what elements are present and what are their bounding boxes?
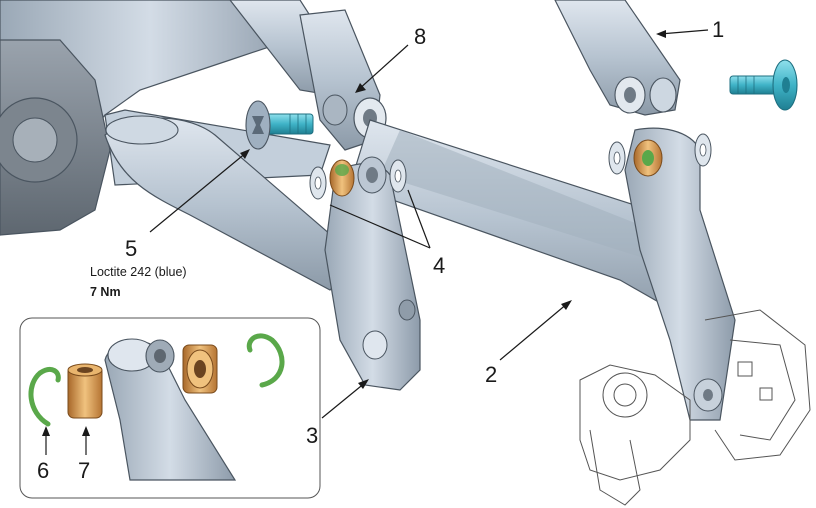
chainstay (349, 119, 736, 421)
main-frame (0, 0, 361, 291)
inset-circlip-right (246, 333, 285, 388)
derailleur-outline (579, 309, 811, 506)
callout-1: 1 (712, 17, 724, 42)
callout-8: 8 (414, 24, 426, 49)
inset-bearing-left (67, 363, 103, 419)
callout-5: 5 (125, 236, 137, 261)
callout-7: 7 (78, 458, 90, 483)
inset-circlip-left (28, 367, 61, 427)
adhesive-note: Loctite 242 (blue) (90, 265, 187, 279)
torque-note: 7 Nm (90, 285, 121, 299)
callout-3: 3 (306, 423, 318, 448)
pivot-bolt-right (729, 59, 798, 111)
callout-2: 2 (485, 362, 497, 387)
seat-stay (554, 0, 681, 116)
bearing-and-washers (309, 159, 407, 200)
detail-inset (19, 317, 321, 499)
pivot-bolt-left (245, 100, 314, 150)
leader-lines (42, 29, 709, 455)
callout-6: 6 (37, 458, 49, 483)
inset-bearing-right (182, 344, 218, 394)
callout-4: 4 (433, 253, 445, 278)
